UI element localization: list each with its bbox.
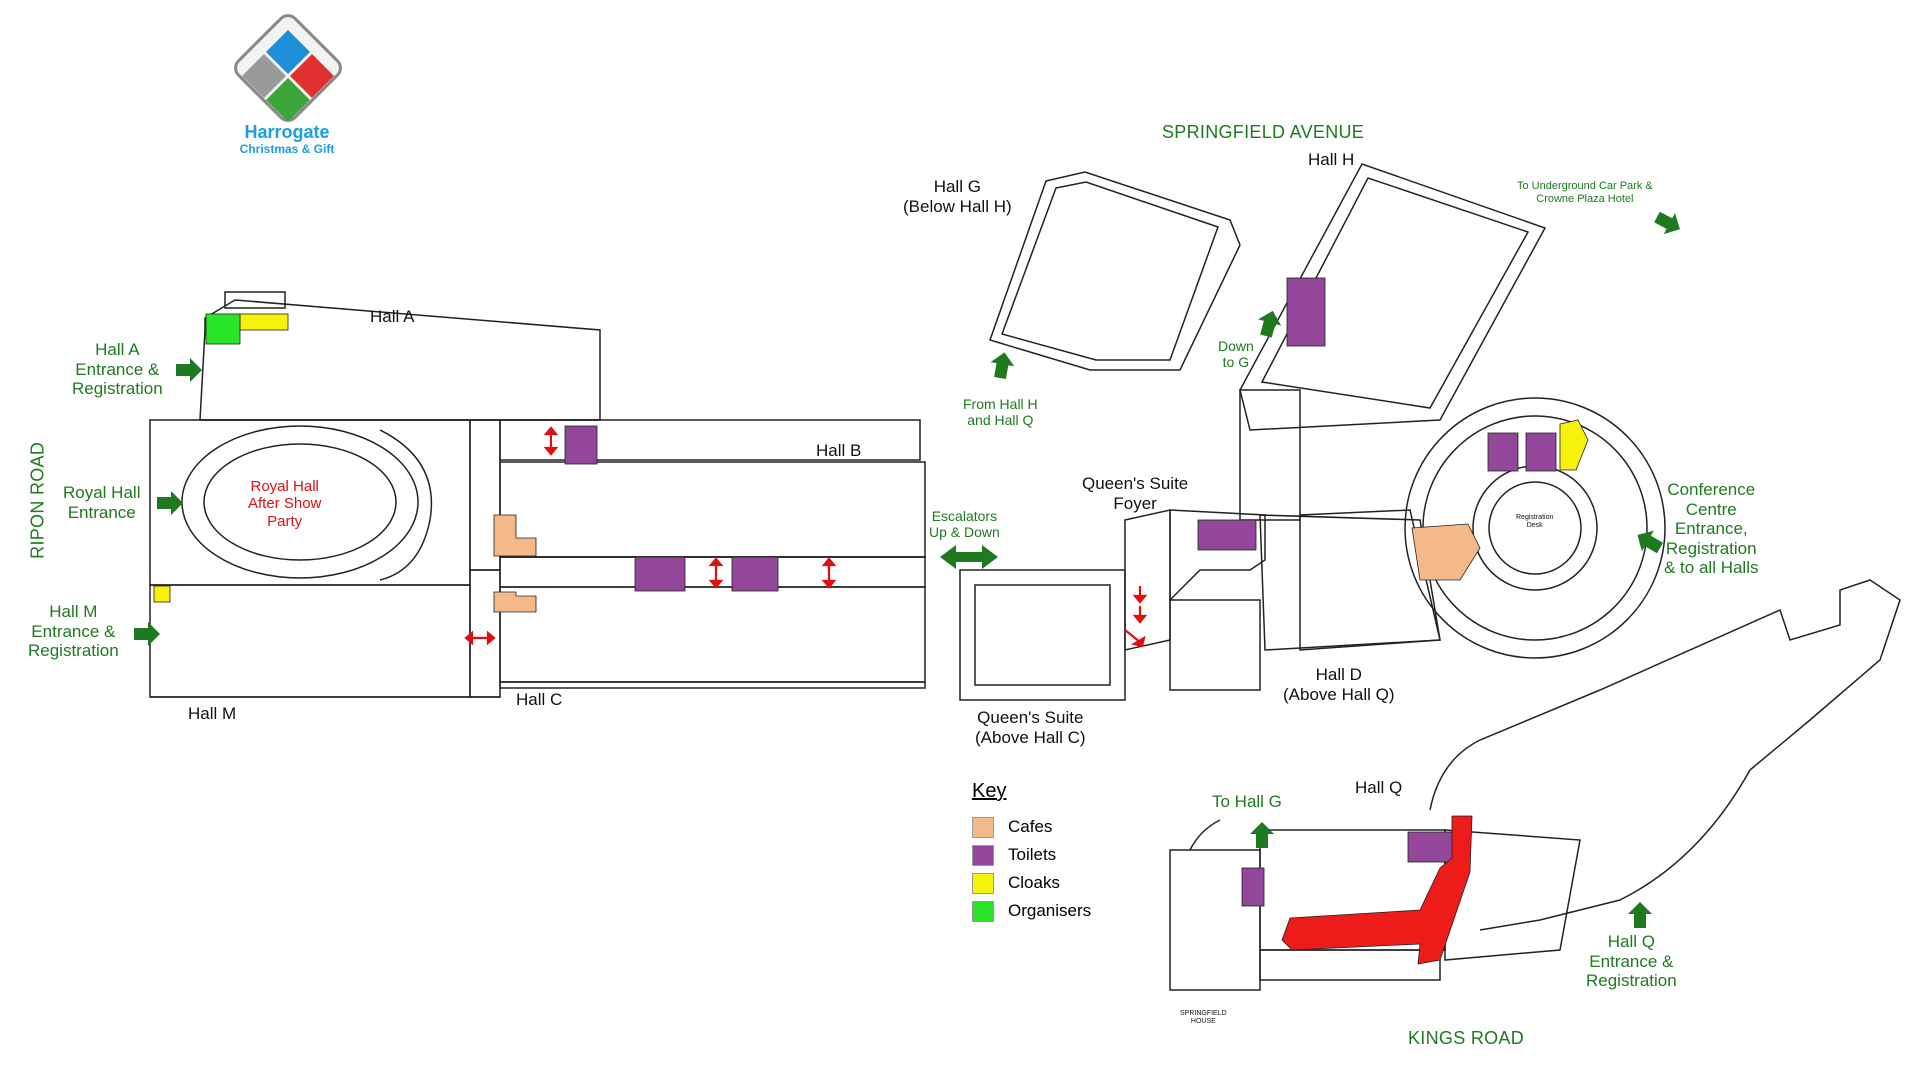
cloaks-swatch xyxy=(972,872,994,894)
escalators-double-arrow-icon xyxy=(940,545,998,569)
key-label: Cloaks xyxy=(1008,873,1060,892)
hall-h-outline xyxy=(1239,163,1666,659)
key-label: Toilets xyxy=(1008,845,1057,864)
hall-m-entrance-label: Hall M Entrance & Registration xyxy=(28,602,119,661)
cloaks-areas xyxy=(153,313,1589,603)
toilets-swatch xyxy=(972,844,994,866)
royal-hall-label: Royal Hall After Show Party xyxy=(248,478,322,530)
logo-subtitle: Christmas & Gift xyxy=(239,142,335,156)
hall-q-outline xyxy=(1169,579,1901,991)
down-to-g-arrow-icon xyxy=(1254,307,1285,340)
conference-arrow-icon xyxy=(1631,524,1666,559)
springfield-house-label: SPRINGFIELD HOUSE xyxy=(1180,1010,1227,1026)
hall-m-arrow-icon xyxy=(134,622,160,646)
queens-suite-foyer-label: Queen's Suite Foyer xyxy=(1082,474,1189,513)
to-hall-g-arrow-icon xyxy=(1250,822,1274,848)
queens-suite-label: Queen's Suite (Above Hall C) xyxy=(975,708,1086,747)
hall-a-label: Hall A xyxy=(370,307,415,326)
harrogate-logo-icon xyxy=(234,14,342,122)
hall-b-label: Hall B xyxy=(816,441,862,460)
key-item-cafes: Cafes xyxy=(972,813,1152,841)
hall-q-entrance-label: Hall Q Entrance & Registration xyxy=(1586,932,1677,991)
conference-entrance-label: Conference Centre Entrance, Registration… xyxy=(1664,480,1759,578)
stairs-arrows xyxy=(464,426,1148,648)
car-park-label: To Underground Car Park & Crowne Plaza H… xyxy=(1517,180,1653,205)
organisers-area xyxy=(205,313,241,345)
from-hall-h-arrow-icon xyxy=(988,350,1017,381)
royal-hall-entrance-label: Royal Hall Entrance xyxy=(63,483,141,522)
springfield-avenue-label: SPRINGFIELD AVENUE xyxy=(1162,122,1365,142)
hall-g-outline xyxy=(989,171,1241,371)
cafes-swatch xyxy=(972,816,994,838)
ripon-road-label: RIPON ROAD xyxy=(27,441,48,559)
kings-road-label: KINGS ROAD xyxy=(1408,1028,1525,1048)
key-item-cloaks: Cloaks xyxy=(972,869,1152,897)
route-to-hall-g xyxy=(1281,815,1473,965)
hall-h-label: Hall H xyxy=(1308,150,1355,169)
entrance-arrows xyxy=(134,206,1686,928)
hall-a-entrance-label: Hall A Entrance & Registration xyxy=(72,340,163,399)
registration-desk-label: Registration Desk xyxy=(1516,514,1554,530)
key-label: Cafes xyxy=(1008,817,1053,836)
from-hall-h-label: From Hall H and Hall Q xyxy=(963,396,1038,429)
hall-d-label: Hall D (Above Hall Q) xyxy=(1283,665,1395,704)
down-to-g-label: Down to G xyxy=(1218,338,1254,371)
hall-q-arrow-icon xyxy=(1628,902,1652,928)
key-item-organisers: Organisers xyxy=(972,897,1152,925)
key-label: Organisers xyxy=(1008,901,1092,920)
map-key: Key Cafes Toilets Cloaks Organisers xyxy=(972,780,1152,925)
hall-g-label: Hall G (Below Hall H) xyxy=(903,177,1012,216)
west-halls-outline xyxy=(149,291,926,698)
hall-c-label: Hall C xyxy=(516,690,563,709)
hall-m-label: Hall M xyxy=(188,704,237,723)
hall-q-label: Hall Q xyxy=(1355,778,1403,797)
car-park-arrow-icon xyxy=(1651,206,1686,240)
royal-hall-arrow-icon xyxy=(157,491,183,515)
organisers-swatch xyxy=(972,900,994,922)
cafes-areas xyxy=(493,514,1481,613)
hall-a-arrow-icon xyxy=(176,358,202,382)
logo-title: Harrogate xyxy=(244,122,330,142)
to-hall-g-label: To Hall G xyxy=(1212,792,1282,811)
key-item-toilets: Toilets xyxy=(972,841,1152,869)
escalators-label: Escalators Up & Down xyxy=(929,508,1000,541)
key-title: Key xyxy=(972,780,1007,802)
